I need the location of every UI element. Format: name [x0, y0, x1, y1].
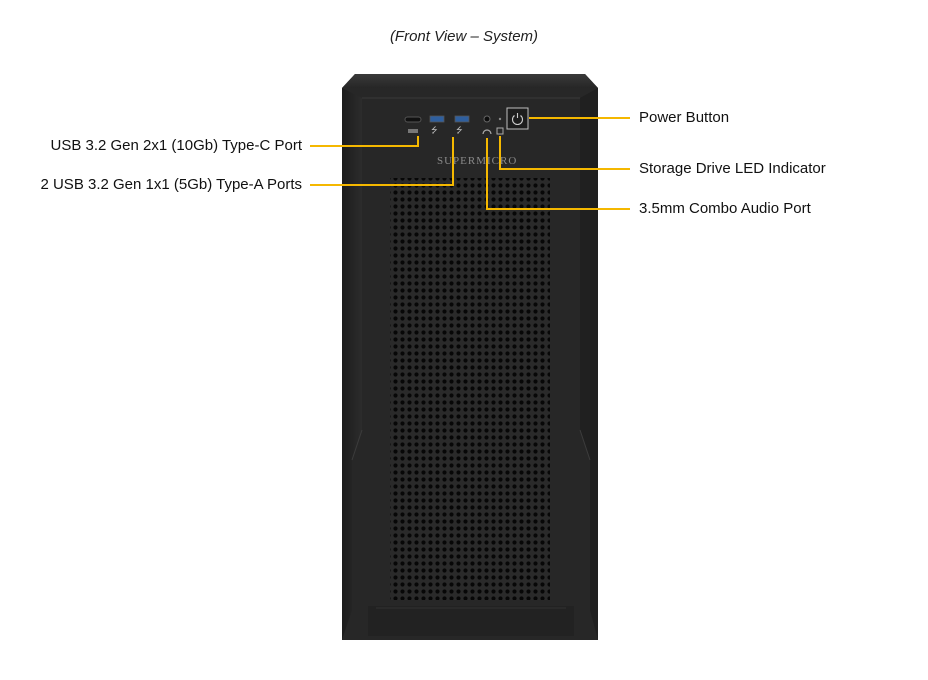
usb-symbol-icon: ⭍ ⭍: [429, 115, 470, 135]
svg-text:⭍: ⭍: [431, 126, 438, 135]
power-icon: [506, 107, 529, 130]
drive-led-icon: [496, 117, 504, 135]
leader-usb-a: [310, 137, 454, 186]
callout-usb-a: 2 USB 3.2 Gen 1x1 (5Gb) Type-A Ports: [40, 176, 302, 193]
front-mesh: [390, 178, 550, 600]
chassis: [342, 74, 598, 640]
leader-usb-c: [310, 136, 419, 147]
headset-icon: [482, 115, 492, 135]
brand-logo: SUPERMICRO: [437, 155, 518, 167]
callout-audio: 3.5mm Combo Audio Port: [639, 200, 811, 217]
svg-text:⭍: ⭍: [456, 126, 463, 135]
callout-led: Storage Drive LED Indicator: [639, 160, 826, 177]
leader-led: [499, 136, 630, 170]
leader-lines: [310, 117, 630, 210]
callout-usb-c: USB 3.2 Gen 2x1 (10Gb) Type-C Port: [50, 137, 302, 154]
leader-audio: [486, 138, 630, 210]
callout-power: Power Button: [639, 109, 730, 126]
usb-c-port-icon: [404, 116, 422, 133]
figure-caption: (Front View – System): [389, 28, 539, 45]
